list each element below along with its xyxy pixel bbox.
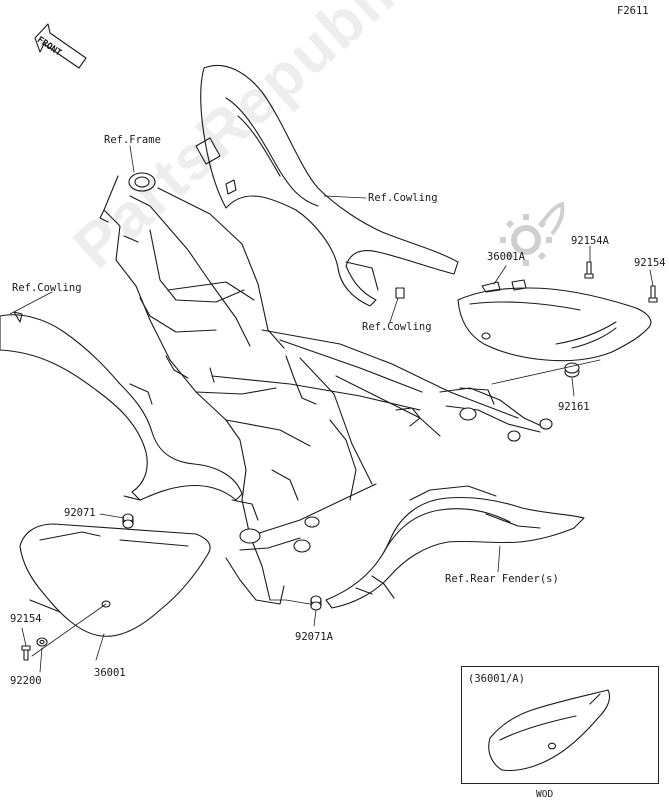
label-92200: 92200 [10,675,42,687]
inset-box [461,666,659,784]
side-cover-36001a-part [457,279,652,362]
front-arrow-icon [34,23,87,69]
label-ref-cowling-top: Ref.Cowling [368,192,438,204]
label-92154-right: 92154 [634,257,666,269]
label-92154-left: 92154 [10,613,42,625]
collar-92071a-icon [310,595,322,611]
collar-ref-cowling-icon [395,287,405,299]
collar-92071-icon [122,513,134,529]
washer-92200-icon [36,637,48,647]
label-36001: 36001 [94,667,126,679]
rear-fender-part [325,485,585,609]
inset-caption: WOD [536,789,554,800]
label-ref-cowling-left: Ref.Cowling [12,282,82,294]
leader-lines [9,145,654,673]
side-cover-36001-part [19,523,211,637]
figure-code: F2611 [617,5,649,17]
bolt-92154a-icon [584,261,594,279]
upper-cowling-part [195,64,459,307]
label-ref-rear-fender: Ref.Rear Fender(s) [445,573,559,585]
bolt-92154-right-icon [648,285,658,303]
label-92071: 92071 [64,507,96,519]
inset-side-cover-part [488,689,611,772]
inset-title: (36001/A) [468,673,525,685]
label-92071a: 92071A [295,631,333,643]
left-cowling-part [0,311,243,501]
gear-watermark-icon [500,201,565,266]
frame-part [99,172,553,605]
label-36001a: 36001A [487,251,525,263]
label-92154a: 92154A [571,235,609,247]
label-ref-frame: Ref.Frame [104,134,161,146]
label-ref-cowling-mid: Ref.Cowling [362,321,432,333]
bolt-92154-left-icon [21,645,31,661]
label-92161: 92161 [558,401,590,413]
